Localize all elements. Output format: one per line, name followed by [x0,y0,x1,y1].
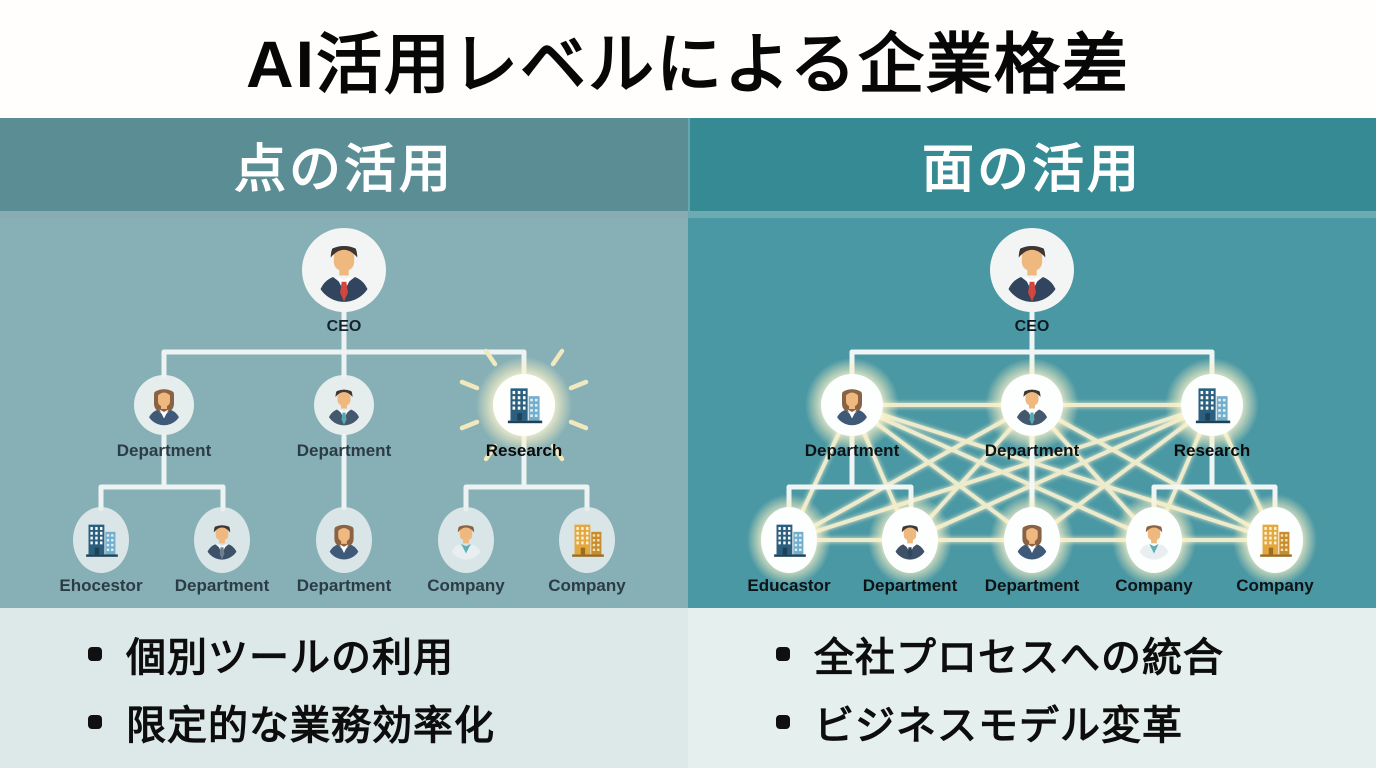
org-node-educastor: Educastor [747,494,831,595]
node-label: Department [297,576,392,595]
list-item: ビジネスモデル変革 [776,693,1376,751]
node-label: Department [985,441,1080,460]
panel-header-right: 面の活用 [688,118,1376,218]
node-label: Department [297,441,392,460]
org-chart-right-svg: CEO Department Department [747,228,1317,595]
node-label: Ehocestor [59,576,143,595]
org-node-ceo: CEO [302,228,386,335]
org-node-department-1: Department [117,375,212,460]
list-item: 個別ツールの利用 [88,625,688,683]
node-label: Research [486,441,563,460]
title-bar: AI活用レベルによる企業格差 [0,0,1376,118]
org-chart-left: CEO Department Department [0,218,688,608]
org-node-department-3: Department [175,507,270,595]
node-label: Company [1115,576,1193,595]
node-label: Research [1174,441,1251,460]
node-label: Department [863,576,958,595]
panel-area-utilization: 面の活用 [688,118,1376,768]
node-label: Company [548,576,626,595]
org-node-company-1: Company [1112,494,1196,595]
research-rays [459,348,589,462]
org-node-department-2: Department [985,358,1080,460]
ceo-label: CEO [327,318,362,335]
org-chart-left-svg: CEO Department Department [59,228,626,595]
bullet-icon [88,647,102,661]
org-node-company-2: Company [548,507,626,595]
node-label: Department [805,441,900,460]
org-node-department-3: Department [863,494,958,595]
panel-point-utilization: 点の活用 [0,118,688,768]
org-node-company-1: Company [427,507,505,595]
comparison-panels: 点の活用 [0,118,1376,768]
node-label: Educastor [747,576,831,595]
org-node-research: Research [1165,358,1259,460]
org-chart-right: CEO Department Department [688,218,1376,608]
org-node-ceo: CEO [990,228,1074,335]
panel-header-right-label: 面の活用 [921,141,1142,199]
node-label: Company [1236,576,1314,595]
note-text: 全社プロセスへの統合 [814,636,1224,680]
org-node-department-4: Department [985,494,1080,595]
org-node-company-2: Company [1233,494,1317,595]
panel-header-left: 点の活用 [0,118,688,218]
ceo-label: CEO [1015,318,1050,335]
org-node-department-2: Department [297,375,392,460]
bullet-icon [776,647,790,661]
notes-left: 個別ツールの利用 限定的な業務効率化 [0,608,688,768]
node-label: Department [175,576,270,595]
org-node-ehocestor: Ehocestor [59,507,143,595]
tree-connectors [98,310,590,512]
note-text: ビジネスモデル変革 [814,704,1183,748]
list-item: 全社プロセスへの統合 [776,625,1376,683]
panel-header-left-label: 点の活用 [233,141,454,199]
node-label: Company [427,576,505,595]
org-node-department-1: Department [805,358,900,460]
node-label: Department [985,576,1080,595]
bullet-icon [88,715,102,729]
note-text: 個別ツールの利用 [126,636,454,680]
notes-right: 全社プロセスへの統合 ビジネスモデル変革 [688,608,1376,768]
list-item: 限定的な業務効率化 [88,693,688,751]
org-node-research: Research [486,374,563,460]
org-node-department-4: Department [297,507,392,595]
note-text: 限定的な業務効率化 [126,704,495,748]
page-title: AI活用レベルによる企業格差 [245,27,1131,101]
bullet-icon [776,715,790,729]
node-label: Department [117,441,212,460]
